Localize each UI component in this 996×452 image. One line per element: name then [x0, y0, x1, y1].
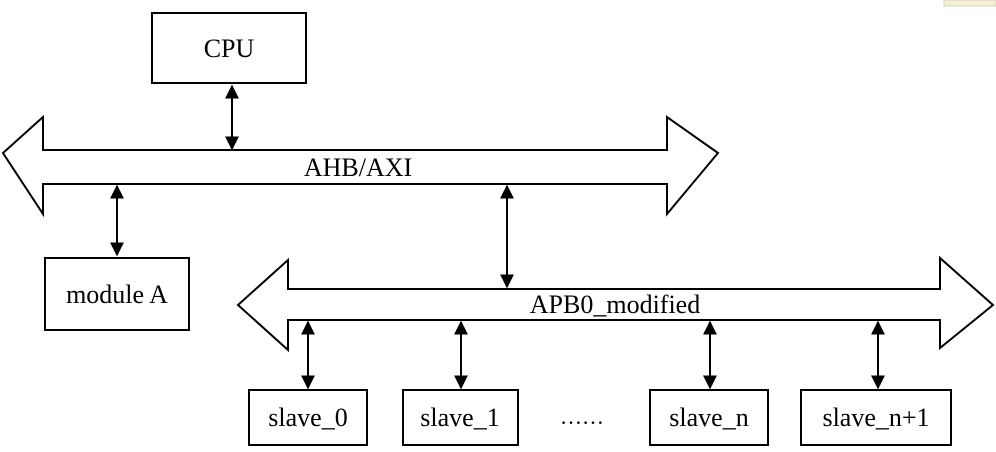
- slave-1-box: [402, 389, 519, 446]
- slave-n-plus-1-block: slave_n+1: [800, 389, 952, 446]
- apb0-bus-shape: [236, 255, 995, 353]
- slave-0-block: slave_0: [248, 389, 368, 446]
- slave-0-box: [248, 389, 368, 446]
- slave-n-box: [649, 389, 769, 446]
- ahb-axi-bus-label: AHB/AXI: [304, 153, 412, 182]
- slave-1-block: slave_1: [402, 389, 519, 446]
- slave-n-plus-1-label: slave_n+1: [822, 403, 929, 432]
- slave-0-label: slave_0: [268, 403, 347, 432]
- cpu-box: [151, 12, 307, 84]
- ahb-axi-bus-shape: [1, 114, 720, 218]
- module-a-box: [44, 257, 190, 331]
- apb0-bus: APB0_modified: [236, 255, 995, 353]
- slave-n-label: slave_n: [669, 403, 748, 432]
- corner-mark: [943, 0, 996, 7]
- apb0-bus-label: APB0_modified: [530, 290, 700, 319]
- slave-n-block: slave_n: [649, 389, 769, 446]
- slaves-ellipsis: ……: [560, 404, 604, 429]
- module-a-block: module A: [44, 257, 190, 331]
- cpu-label: CPU: [204, 34, 255, 63]
- slave-1-label: slave_1: [420, 403, 499, 432]
- slave-n-plus-1-box: [800, 389, 952, 446]
- cpu-block: CPU: [151, 12, 307, 84]
- ahb-axi-bus: AHB/AXI: [1, 114, 720, 218]
- module-a-label: module A: [66, 280, 168, 309]
